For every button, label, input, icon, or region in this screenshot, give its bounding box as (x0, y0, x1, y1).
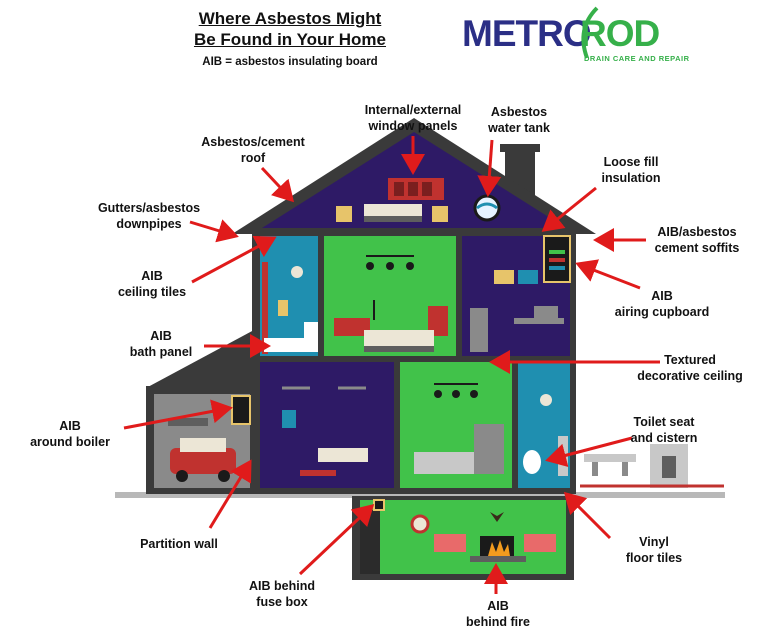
bedroom-dresser (334, 318, 370, 336)
label-bath-panel: AIB bath panel (129, 329, 193, 359)
bathroom-light (291, 266, 303, 278)
water-tank-icon (473, 194, 501, 222)
arrow-ceiling-tiles (191, 235, 277, 284)
shower-curtain (262, 262, 268, 354)
armchair-left (434, 534, 466, 552)
title-line-2: Be Found in Your Home (193, 30, 387, 49)
study-monitor (534, 306, 558, 320)
metro-rod-logo: METRO ROD DRAIN CARE AND REPAIR (462, 6, 702, 64)
label-airing-cupboard: AIB airing cupboard (614, 289, 710, 319)
coffee-table (300, 470, 336, 476)
arrow-vinyl-tiles (563, 491, 612, 540)
label-loose-fill: Loose fill insulation (601, 155, 661, 185)
label-toilet: Toilet seat and cistern (630, 415, 698, 445)
arrow-loose-fill (541, 186, 597, 232)
bathroom-mirror (278, 300, 288, 316)
ground-line (115, 492, 725, 498)
diagram-subtitle: AIB = asbestos insulating board (202, 56, 378, 68)
armchair-right (524, 534, 556, 552)
bedroom-ceiling-lights (366, 255, 414, 270)
chimney-cap (500, 144, 540, 152)
study-desk (514, 318, 564, 324)
label-partition-wall: Partition wall (140, 537, 218, 551)
kitchen-lights (434, 383, 478, 398)
label-behind-fire: AIB behind fire (466, 599, 530, 629)
boiler-icon (231, 395, 251, 425)
upstairs-toilet (304, 322, 318, 352)
label-window-panels: Internal/external window panels (364, 103, 462, 133)
diagram-title: Where Asbestos Might Be Found in Your Ho… (160, 8, 420, 50)
label-fuse-box: AIB behind fuse box (249, 579, 315, 609)
fuse-box-icon (373, 499, 385, 511)
dart-board (410, 514, 430, 534)
label-water-tank: Asbestos water tank (488, 105, 550, 135)
logo-tagline: DRAIN CARE AND REPAIR (584, 54, 690, 63)
label-gutters: Gutters/asbestos downpipes (97, 201, 201, 231)
bath-tub (264, 338, 312, 352)
fridge (474, 424, 504, 474)
attic-bedroom (336, 178, 448, 222)
arrow-fuse-box (298, 503, 375, 576)
pointer-arrows (123, 136, 660, 594)
label-textured-ceiling: Textured decorative ceiling (637, 353, 743, 383)
title-line-1: Where Asbestos Might (198, 9, 382, 28)
arrow-cement-roof (260, 166, 295, 203)
logo-word-rod: ROD (580, 13, 660, 54)
living-room-sofa (318, 448, 368, 462)
attic-nightstand-left (336, 206, 352, 222)
downstairs-light (540, 394, 552, 406)
attic-bed (364, 204, 422, 218)
arrow-water-tank (477, 139, 502, 197)
fireplace-mantel (470, 556, 526, 562)
basement-stairs (360, 510, 380, 574)
attic-nightstand-right (432, 206, 448, 222)
living-room (260, 362, 394, 488)
label-around-boiler: AIB around boiler (30, 419, 110, 449)
toilet-icon (523, 450, 541, 474)
arrow-partition-wall (208, 459, 252, 529)
logo-word-metro: METRO (462, 13, 592, 54)
filing-cabinet (470, 308, 488, 352)
arrow-gutters (189, 219, 239, 243)
study-shelf (494, 270, 538, 284)
label-ceiling-tiles: AIB ceiling tiles (117, 269, 187, 299)
living-room-picture (282, 410, 296, 428)
garden-bench (584, 454, 636, 462)
car-icon (170, 438, 236, 482)
arrow-toilet (545, 436, 633, 468)
deer-head-icon (490, 512, 504, 522)
label-cement-roof: Asbestos/cement roof (201, 135, 305, 165)
logo-swoosh-icon (581, 6, 599, 59)
bedroom-chest (428, 306, 448, 336)
label-vinyl-tiles: Vinyl floor tiles (625, 535, 683, 565)
label-soffits: AIB/asbestos cement soffits (654, 225, 740, 255)
arrow-airing-cupboard (575, 259, 641, 290)
arrow-around-boiler (123, 399, 233, 430)
bedroom-bed (364, 330, 434, 348)
garage-shelf (168, 418, 208, 426)
